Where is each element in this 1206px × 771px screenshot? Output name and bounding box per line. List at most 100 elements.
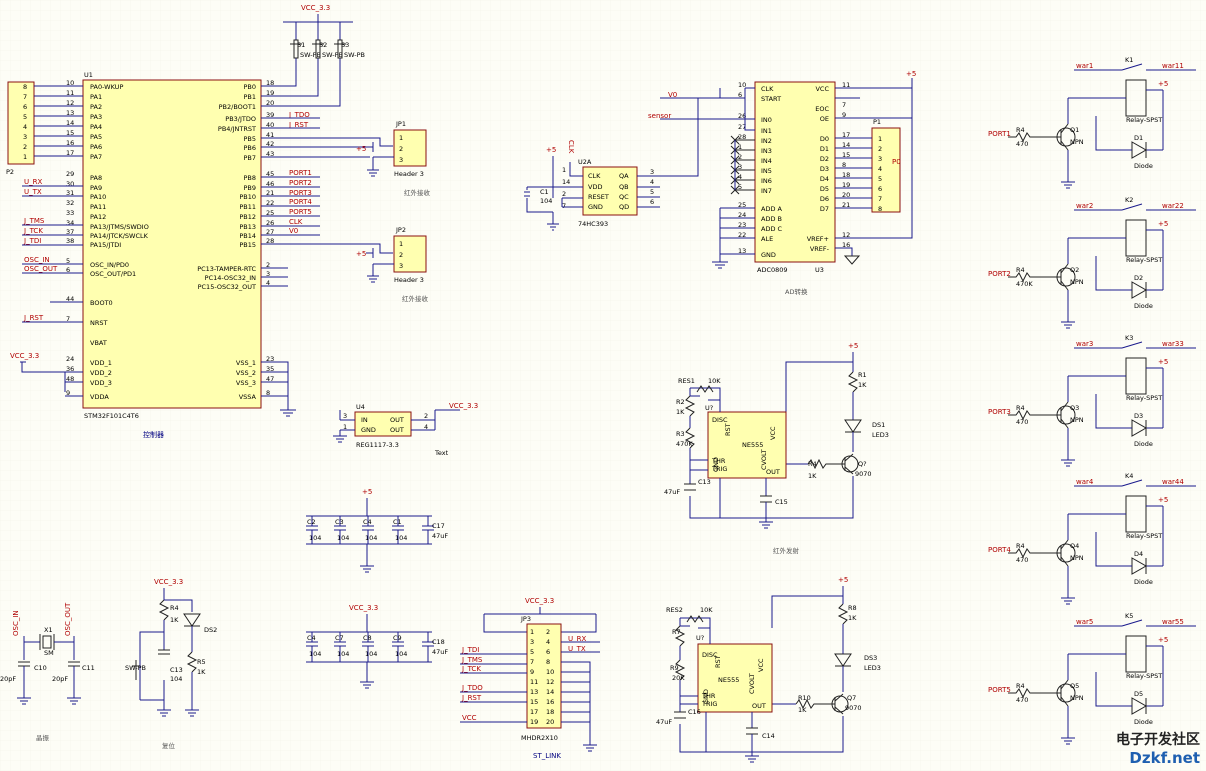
adc-u3[interactable]: CLK10START6IN026IN127IN228IN31IN42IN53IN… [648,70,916,296]
t1-pin-vcc: VCC [769,426,777,440]
relay-r-val: 470 [1016,696,1028,704]
regulator-u4[interactable]: U4 IN GND OUT OUT 3 1 2 4 REG1117-3.3 Te… [333,402,478,457]
mcu-pin-vdd-2: VDD_2 [90,369,112,377]
header-jp2[interactable]: JP2 1 2 3 Header 3 红外接收 +5 [356,226,429,303]
mcu-pin-num: 25 [266,209,274,217]
jtag-header[interactable]: VCC_3.3 JP3 1357911131517192468101214161… [460,597,600,760]
mcu-pin-vdd-3: VDD_3 [90,379,112,387]
t2-pin-cvolt: CVOLT [748,673,756,694]
mcu-pin-pb0: PB0 [243,83,256,91]
mcu-pin-pa0-wkup: PA0-WKUP [90,83,123,91]
mcu-pin-pa10: PA10 [90,193,106,201]
adc-pin-vref-: VREF- [810,245,830,253]
mcu-part: STM32F101C4T6 [84,412,139,420]
u2-pin-qa: QA [619,172,629,180]
cap-ref-c9: C9 [393,634,402,642]
t2-led-val: LED3 [864,664,881,672]
adc-pin-num: 14 [842,141,850,149]
jtag-pin-even: 14 [546,688,554,696]
osc-net-in: OSC_IN [12,610,20,636]
t1-pin-cvolt: CVOLT [760,449,768,470]
jp1-pin1: 1 [399,134,403,142]
relay-q-ref: Q4 [1070,542,1079,550]
mcu-left-nets: U_RX U_TX J_TMS J_TCK J_TDI OSC_IN OSC_O… [10,178,83,397]
adc-pin-in5: IN5 [761,167,772,175]
adc-vcc-net: +5 [906,70,916,78]
p1-pin: 1 [878,135,882,143]
relay-out-left: war3 [1076,340,1093,348]
net-port5: PORT5 [289,208,312,216]
p2-pin: 6 [23,103,27,111]
adc-pin-in2: IN2 [761,137,772,145]
reg-pin-out2: OUT [390,426,404,434]
relay-out-right: war33 [1162,340,1184,348]
relay-r-ref: R4 [1016,542,1025,550]
cap-c9 [392,632,404,662]
relay-out-right: war44 [1162,478,1184,486]
counter-u2[interactable]: U2A CLK VDD RESET GND QA QB QC QD 1 14 2… [524,140,660,231]
reg-num-2: 2 [424,412,428,420]
jtag-pin-odd: 19 [530,718,538,726]
reset-cap-ref: C13 [170,666,183,674]
relay-contact [1074,479,1196,487]
mcu-pin-pa5: PA5 [90,133,102,141]
reset-circuit[interactable]: VCC_3.3 R4 1K DS2 SW-PB C13 104 R5 1K 复位 [125,578,217,750]
cap-val: 104 [337,650,349,658]
adc-pin-num: 10 [738,81,746,89]
ne555-ir-emitter-2[interactable]: +5 R8 1K DS3 LED3 Q7 9070 R10 1K DISC TH… [656,576,881,763]
oscillator[interactable]: OSC_IN OSC_OUT X1 SM C10 C11 20pF 20pF 晶… [0,602,95,742]
t2-pin-gnd: GND [702,689,710,704]
ne555-ir-emitter[interactable]: +5 R1 1K DS1 LED3 Q? 9070 R4 1K DISC THR… [664,342,889,555]
adc-net-sensor: sensor [648,112,671,120]
adc-pin-num: 13 [738,247,746,255]
p2-pin: 7 [23,93,27,101]
switch-group[interactable]: VCC_3.3 S1 S2 S3 SW-PB SW-PB SW-PB [283,4,365,59]
relay-supply-wire [1146,645,1164,707]
mcu-u1[interactable]: U1 STM32F101C4T6 控制器 PA0-WKUP10PA111PA21… [66,71,274,439]
relay-q-ref: Q1 [1070,126,1079,134]
mcu-pin-num: 23 [266,355,274,363]
jtag-net-tdi: J_TDI [461,646,479,654]
mcu-pin-num: 10 [66,79,74,87]
mcu-pin-pb5: PB5 [243,135,256,143]
mcu-pin-pb14: PB14 [239,232,256,240]
osc-caption: 晶振 [36,733,50,742]
relay-r-ref: R4 [1016,126,1025,134]
relay-ref: K1 [1125,56,1133,64]
net-osc-in: OSC_IN [24,256,50,264]
relay-contact [1074,619,1196,627]
adc-pin-d4: D4 [820,175,829,183]
mcu-pin-pa7: PA7 [90,153,102,161]
relay-part: Relay-SPST [1126,672,1162,680]
relay-contact [1074,63,1196,71]
p2-pin: 1 [23,153,27,161]
u2-pin-qb: QB [619,183,629,191]
relay-part: Relay-SPST [1126,394,1162,402]
mcu-pin-num: 40 [266,121,274,129]
cap-big-ref: C18 [432,638,445,646]
cap-c4 [306,632,318,662]
p1-pin: 7 [878,195,882,203]
header-jp1[interactable]: JP1 1 2 3 Header 3 红外接收 +5 [356,120,431,197]
mcu-pin-num: 37 [66,228,74,236]
u2-num-4: 4 [650,178,654,186]
relay-supply-net: +5 [1158,80,1168,88]
jtag-pin-odd: 17 [530,708,538,716]
mcu-pin-num: 14 [66,119,74,127]
cap-c3 [334,516,346,544]
mcu-pin-num: 47 [266,375,274,383]
caps5-net: +5 [362,488,372,496]
adc-pin-in1: IN1 [761,127,772,135]
